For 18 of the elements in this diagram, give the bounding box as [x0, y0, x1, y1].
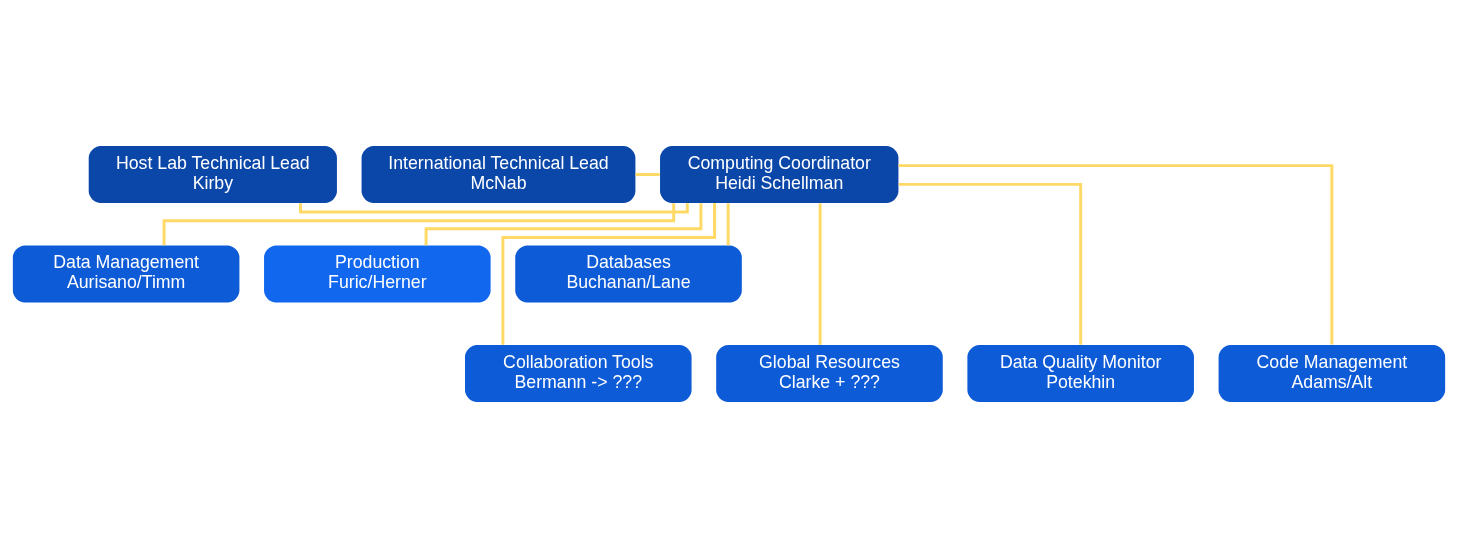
connector [299, 202, 689, 213]
node-box: Collaboration Tools Bermann -> ??? [465, 344, 692, 402]
connector [726, 202, 730, 245]
node-box: Data Management Aurisano/Timm [12, 244, 240, 303]
node-box: Production Furic/Herner [264, 244, 491, 303]
node-box: Data Quality Monitor Potekhin [967, 344, 1194, 402]
connector [424, 202, 703, 245]
node-box: International Technical Lead McNab [361, 145, 636, 203]
node-box: Code Management Adams/Alt [1218, 344, 1446, 402]
connector [898, 182, 1083, 345]
connector [501, 202, 717, 345]
connector [818, 202, 822, 345]
connector [898, 163, 1334, 345]
connector [635, 172, 660, 176]
node-box: Global Resources Clarke + ??? [716, 344, 943, 402]
node-box: Host Lab Technical Lead Kirby [88, 145, 337, 203]
node-box: Databases Buchanan/Lane [515, 244, 742, 303]
node-box: Computing Coordinator Heidi Schellman [660, 145, 899, 203]
